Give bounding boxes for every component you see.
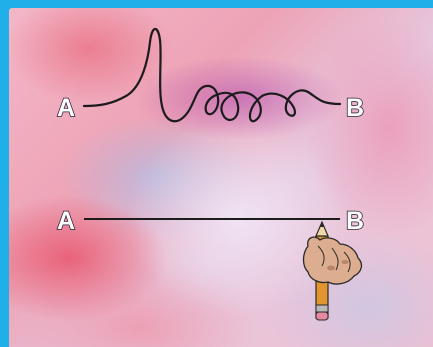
top-row: A B bbox=[57, 29, 364, 122]
bottom-start-label: A bbox=[57, 207, 75, 235]
bottom-end-label: B bbox=[346, 207, 364, 235]
hand-holding-pencil-icon bbox=[304, 222, 362, 320]
top-end-label: B bbox=[346, 94, 364, 122]
squiggle-path bbox=[84, 29, 340, 121]
top-start-label: A bbox=[57, 94, 75, 122]
